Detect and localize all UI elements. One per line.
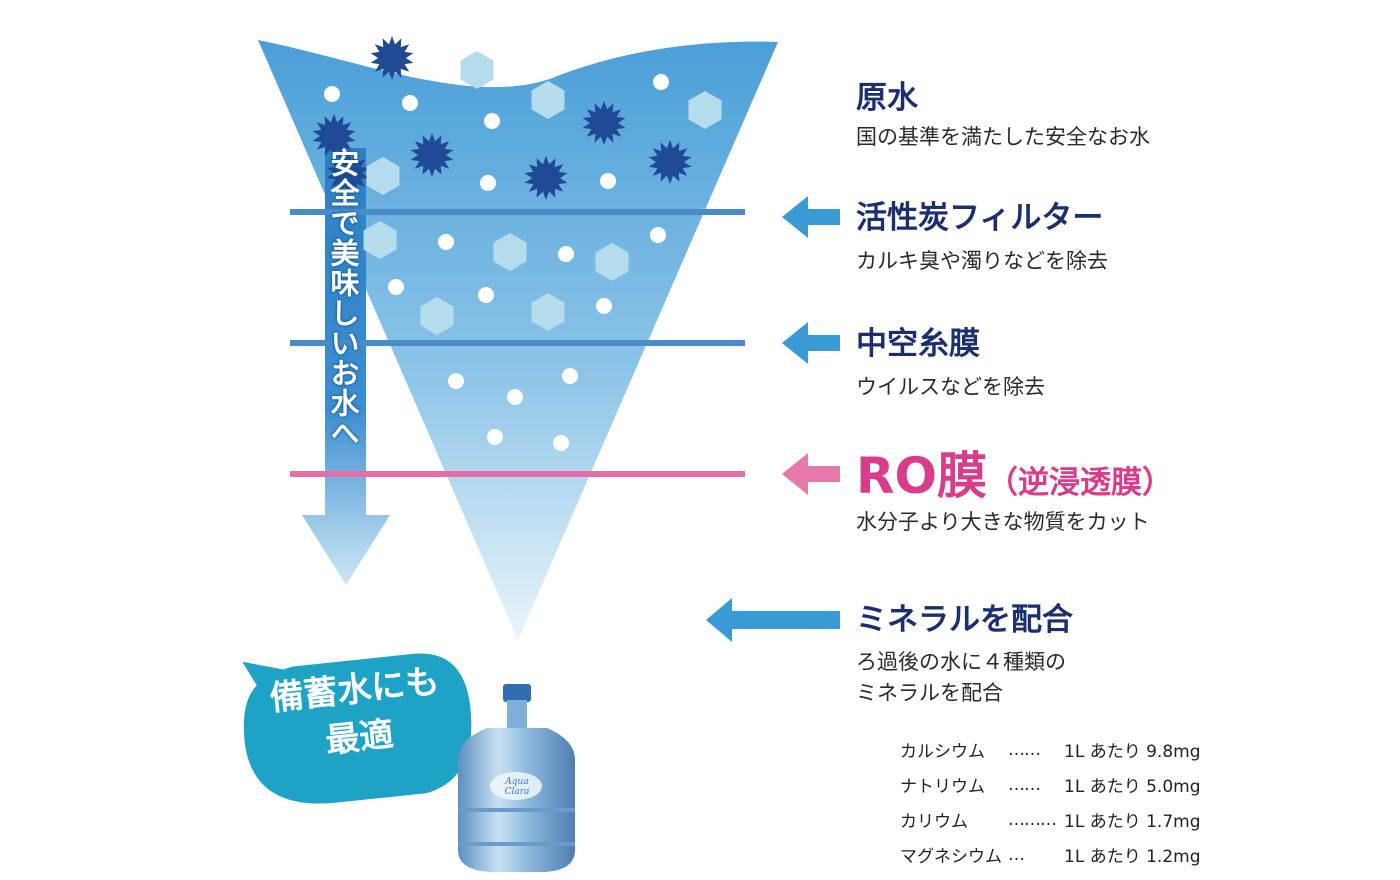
- small-particle-icon: [600, 173, 616, 189]
- small-particle-icon: [480, 175, 496, 191]
- small-particle-icon: [558, 246, 574, 262]
- hollow-fiber-desc: ウイルスなどを除去: [856, 375, 1045, 399]
- mineral-desc-line1: ろ過後の水に４種類の: [856, 650, 1066, 674]
- mineral-amount: 1L あたり 5.0mg: [1064, 777, 1201, 797]
- table-row: カルシウム …… 1L あたり 9.8mg: [900, 732, 1200, 767]
- hexagon-particle-icon: [460, 51, 494, 89]
- small-particle-icon: [507, 389, 523, 405]
- mineral-amount: 1L あたり 9.8mg: [1064, 742, 1201, 762]
- hexagon-particle-icon: [420, 297, 454, 335]
- ro-membrane-desc: 水分子より大きな物質をカット: [856, 510, 1150, 534]
- small-particle-icon: [653, 74, 669, 90]
- small-particle-icon: [484, 113, 500, 129]
- mineral-dots: …: [1008, 844, 1025, 865]
- left-arrow-icon: [782, 322, 840, 364]
- hexagon-particle-icon: [366, 157, 400, 195]
- small-particle-icon: [596, 298, 612, 314]
- hexagon-particle-icon: [688, 91, 722, 129]
- ro-membrane-label: RO膜: [856, 447, 988, 505]
- hexagon-particle-icon: [493, 233, 527, 271]
- spiky-germ-icon: [410, 133, 454, 177]
- mineral-desc-line2: ミネラルを配合: [856, 681, 1003, 705]
- left-arrow-icon: [706, 598, 840, 642]
- raw-water-title: 原水: [856, 80, 918, 116]
- carbon-filter-title: 活性炭フィルター: [856, 200, 1104, 236]
- raw-water-desc: 国の基準を満たした安全なお水: [856, 125, 1150, 149]
- table-row: マグネシウム … 1L あたり 1.2mg: [900, 837, 1200, 872]
- hexagon-particle-icon: [595, 243, 629, 281]
- particle-group: [324, 74, 669, 451]
- germ-group: [312, 36, 692, 200]
- small-particle-icon: [324, 86, 340, 102]
- hexagon-particle-icon: [531, 293, 565, 331]
- mineral-amount: 1L あたり 1.7mg: [1064, 812, 1201, 832]
- carbon-filter-desc: カルキ臭や濁りなどを除去: [856, 249, 1108, 273]
- spiky-germ-icon: [524, 156, 568, 200]
- small-particle-icon: [487, 429, 503, 445]
- mineral-name: カルシウム: [900, 742, 985, 762]
- small-particle-icon: [562, 368, 578, 384]
- small-particle-icon: [448, 373, 464, 389]
- ro-membrane-title: RO膜（逆浸透膜）: [856, 448, 1173, 511]
- mineral-amount: 1L あたり 1.2mg: [1064, 847, 1201, 867]
- mineral-table: カルシウム …… 1L あたり 9.8mg ナトリウム …… 1L あたり 5.…: [900, 732, 1200, 872]
- hollow-fiber-title: 中空糸膜: [856, 326, 980, 362]
- small-particle-icon: [438, 234, 454, 250]
- hexagon-particle-icon: [531, 81, 565, 119]
- spiky-germ-icon: [312, 114, 356, 158]
- down-arrow-label: 安全で美味しいお水へ: [326, 148, 360, 448]
- hexagon-particle-icon: [363, 221, 397, 259]
- small-particle-icon: [388, 279, 404, 295]
- spiky-germ-icon: [370, 36, 414, 80]
- small-particle-icon: [553, 435, 569, 451]
- mineral-name: ナトリウム: [900, 777, 985, 797]
- spiky-germ-icon: [582, 101, 626, 145]
- water-bottle-icon: [458, 684, 575, 872]
- mineral-dots: ………: [1008, 809, 1057, 830]
- left-arrow-icon: [782, 196, 840, 238]
- table-row: ナトリウム …… 1L あたり 5.0mg: [900, 767, 1200, 802]
- bottle-logo: Aqua Clara: [504, 777, 530, 797]
- spiky-germ-icon: [326, 151, 370, 195]
- small-particle-icon: [650, 227, 666, 243]
- crystal-group: [363, 51, 722, 335]
- spiky-germ-icon: [648, 140, 692, 184]
- mineral-name: マグネシウム: [900, 847, 1002, 867]
- mineral-title: ミネラルを配合: [856, 602, 1073, 638]
- bubble-shape: [242, 653, 472, 804]
- mineral-name: カリウム: [900, 812, 968, 832]
- table-row: カリウム ……… 1L あたり 1.7mg: [900, 802, 1200, 837]
- ro-membrane-subtitle: （逆浸透膜）: [987, 465, 1174, 501]
- small-particle-icon: [478, 287, 494, 303]
- down-arrow: [302, 148, 390, 585]
- mineral-dots: ……: [1008, 739, 1041, 760]
- left-arrow-icon: [782, 453, 840, 495]
- mineral-dots: ……: [1008, 774, 1041, 795]
- small-particle-icon: [402, 95, 418, 111]
